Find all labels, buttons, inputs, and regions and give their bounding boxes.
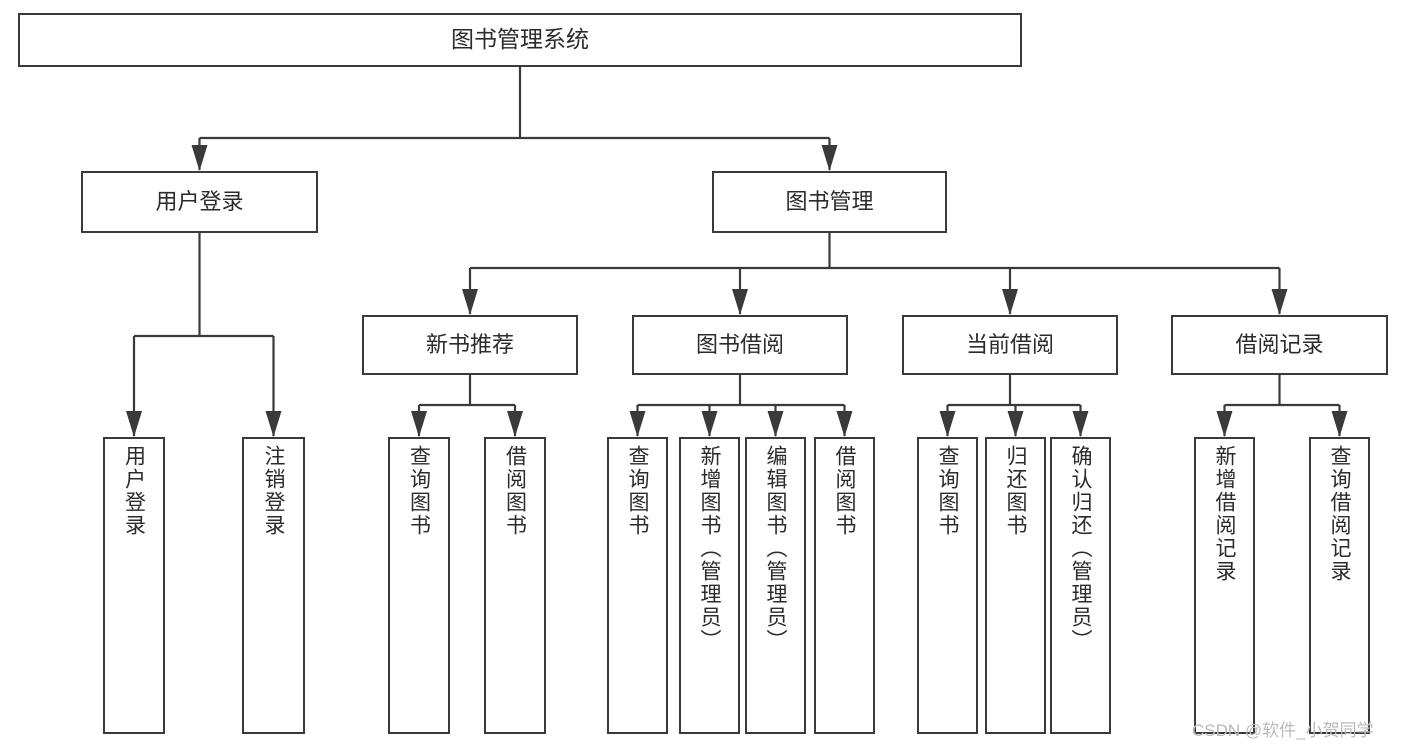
- arrowhead-icon: [1007, 411, 1024, 437]
- node-l1_1[interactable]: 图书管理: [712, 171, 947, 233]
- node-label: 查询图书: [936, 445, 959, 537]
- arrowhead-icon: [411, 411, 427, 437]
- node-label: 借阅记录: [1235, 331, 1324, 357]
- node-root[interactable]: 图书管理系统: [18, 13, 1022, 67]
- node-leaf_6[interactable]: 编辑图书（管理员）: [745, 437, 806, 734]
- arrowhead-icon: [265, 411, 282, 437]
- node-label: 归还图书: [1004, 445, 1027, 537]
- node-leaf_10[interactable]: 确认归还（管理员）: [1050, 437, 1111, 734]
- node-leaf_9[interactable]: 归还图书: [985, 437, 1046, 734]
- node-leaf_4[interactable]: 查询图书: [607, 437, 668, 734]
- node-label: 借阅图书: [833, 445, 856, 537]
- arrowhead-icon: [1271, 289, 1288, 315]
- node-leaf_12[interactable]: 查询借阅记录: [1309, 437, 1370, 734]
- node-l2_2[interactable]: 当前借阅: [902, 315, 1118, 375]
- node-label: 注销登录: [262, 445, 285, 537]
- node-leaf_7[interactable]: 借阅图书: [814, 437, 875, 734]
- arrowhead-icon: [1331, 411, 1348, 437]
- node-label: 查询借阅记录: [1328, 445, 1351, 583]
- node-leaf_0[interactable]: 用户登录: [103, 437, 165, 734]
- node-label: 新增图书（管理员）: [698, 445, 721, 652]
- arrowhead-icon: [701, 411, 718, 437]
- node-label: 查询图书: [626, 445, 649, 537]
- node-leaf_2[interactable]: 查询图书: [388, 437, 450, 734]
- node-l2_0[interactable]: 新书推荐: [362, 315, 578, 375]
- node-label: 确认归还（管理员）: [1069, 445, 1092, 652]
- node-l1_0[interactable]: 用户登录: [81, 171, 318, 233]
- node-label: 当前借阅: [965, 331, 1054, 357]
- node-label: 图书管理系统: [451, 26, 589, 53]
- arrowhead-icon: [126, 411, 142, 437]
- node-label: 借阅图书: [503, 445, 527, 537]
- arrowhead-icon: [1072, 411, 1089, 437]
- arrowhead-icon: [732, 289, 748, 315]
- arrowhead-icon: [629, 411, 646, 437]
- node-label: 新书推荐: [425, 331, 514, 357]
- arrowhead-icon: [1216, 411, 1233, 437]
- arrowhead-icon: [939, 411, 956, 437]
- node-label: 用户登录: [122, 445, 146, 537]
- node-label: 用户登录: [155, 188, 244, 214]
- node-label: 查询图书: [407, 445, 431, 537]
- csdn-watermark: CSDN @软件_小贺同学: [1192, 721, 1374, 740]
- arrowhead-icon: [767, 411, 784, 437]
- node-label: 新增借阅记录: [1213, 445, 1236, 583]
- arrowhead-icon: [836, 411, 853, 437]
- arrowhead-icon: [462, 289, 478, 315]
- node-label: 图书管理: [785, 188, 874, 214]
- arrowhead-icon: [507, 411, 523, 437]
- node-leaf_1[interactable]: 注销登录: [242, 437, 305, 734]
- node-label: 图书借阅: [695, 331, 784, 357]
- node-leaf_8[interactable]: 查询图书: [917, 437, 978, 734]
- node-leaf_3[interactable]: 借阅图书: [484, 437, 546, 734]
- node-label: 编辑图书（管理员）: [764, 445, 787, 652]
- arrowhead-icon: [191, 145, 208, 171]
- arrowhead-icon: [1002, 289, 1018, 315]
- node-leaf_11[interactable]: 新增借阅记录: [1194, 437, 1255, 734]
- arrowhead-icon: [821, 145, 838, 171]
- node-l2_1[interactable]: 图书借阅: [632, 315, 848, 375]
- node-leaf_5[interactable]: 新增图书（管理员）: [679, 437, 740, 734]
- node-l2_3[interactable]: 借阅记录: [1171, 315, 1388, 375]
